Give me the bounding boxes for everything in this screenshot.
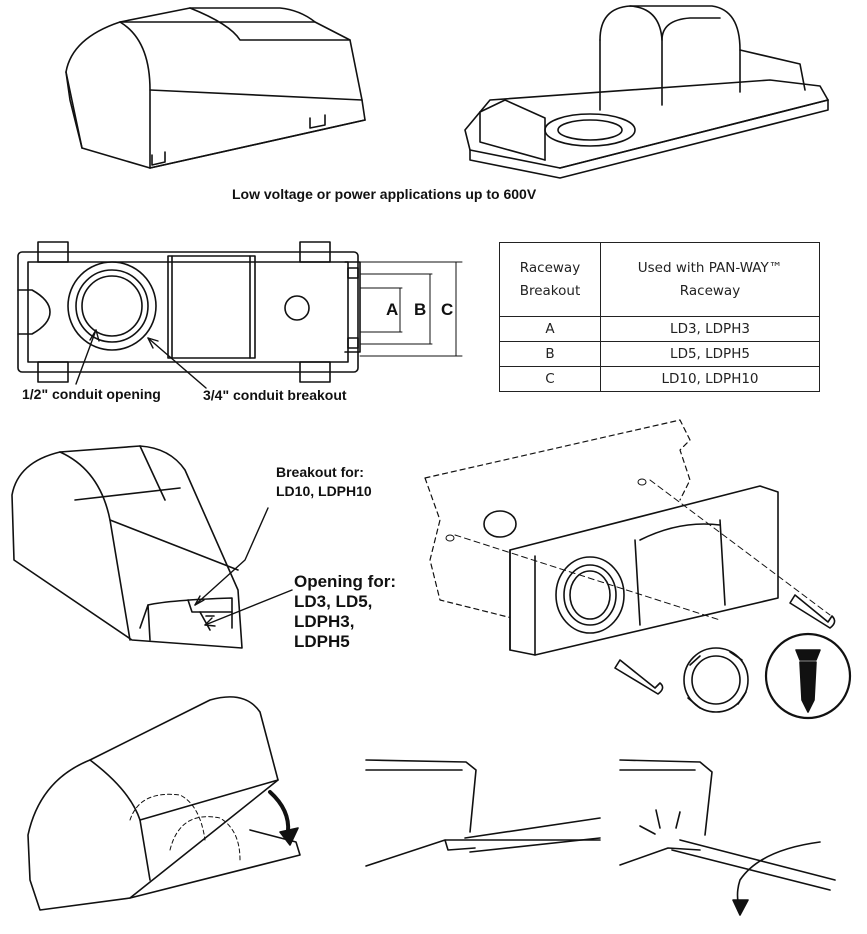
half-inch-callout: 1/2" conduit opening [22, 386, 161, 402]
header-raceway: Used with PAN-WAY™ Raceway [600, 242, 820, 317]
breakout-arrows [194, 507, 293, 627]
raceway-table-header: Raceway Breakout Used with PAN-WAY™ Race… [499, 242, 820, 317]
table-row: A LD3, LDPH3 [499, 316, 820, 342]
breakout-label: Breakout for: LD10, LDPH10 [276, 464, 372, 499]
plan-view-illustration [17, 241, 361, 383]
application-caption: Low voltage or power applications up to … [232, 186, 537, 202]
dimension-lines [359, 261, 463, 357]
screwdriver-pry-illustration [619, 759, 836, 916]
cover-breakout-illustration [11, 445, 243, 649]
header-breakout: Raceway Breakout [499, 242, 601, 317]
screw-detail-icon [764, 632, 852, 720]
screwdriver-insert-illustration [365, 759, 601, 867]
breakout-cell: B [499, 341, 601, 367]
breakout-cell: A [499, 316, 601, 342]
dimension-label-c: C [441, 300, 454, 319]
raceway-cell: LD5, LDPH5 [600, 341, 820, 367]
base-open-illustration [464, 5, 829, 179]
breakout-cell: C [499, 366, 601, 392]
raceway-cell: LD3, LDPH3 [600, 316, 820, 342]
dimension-label-a: A [386, 300, 399, 319]
opening-label: Opening for: LD3, LD5, LDPH3, LDPH5 [294, 572, 396, 651]
three-quarter-callout: 3/4" conduit breakout [203, 387, 347, 403]
raceway-table: Raceway Breakout Used with PAN-WAY™ Race… [499, 242, 820, 392]
callout-arrows [75, 329, 207, 389]
raceway-cell: LD10, LDPH10 [600, 366, 820, 392]
table-row: B LD5, LDPH5 [499, 341, 820, 367]
cover-install-illustration [27, 696, 301, 911]
table-row: C LD10, LDPH10 [499, 366, 820, 392]
exploded-view-illustration [424, 419, 836, 713]
cover-closed-illustration [65, 7, 366, 169]
dimension-label-b: B [414, 300, 427, 319]
